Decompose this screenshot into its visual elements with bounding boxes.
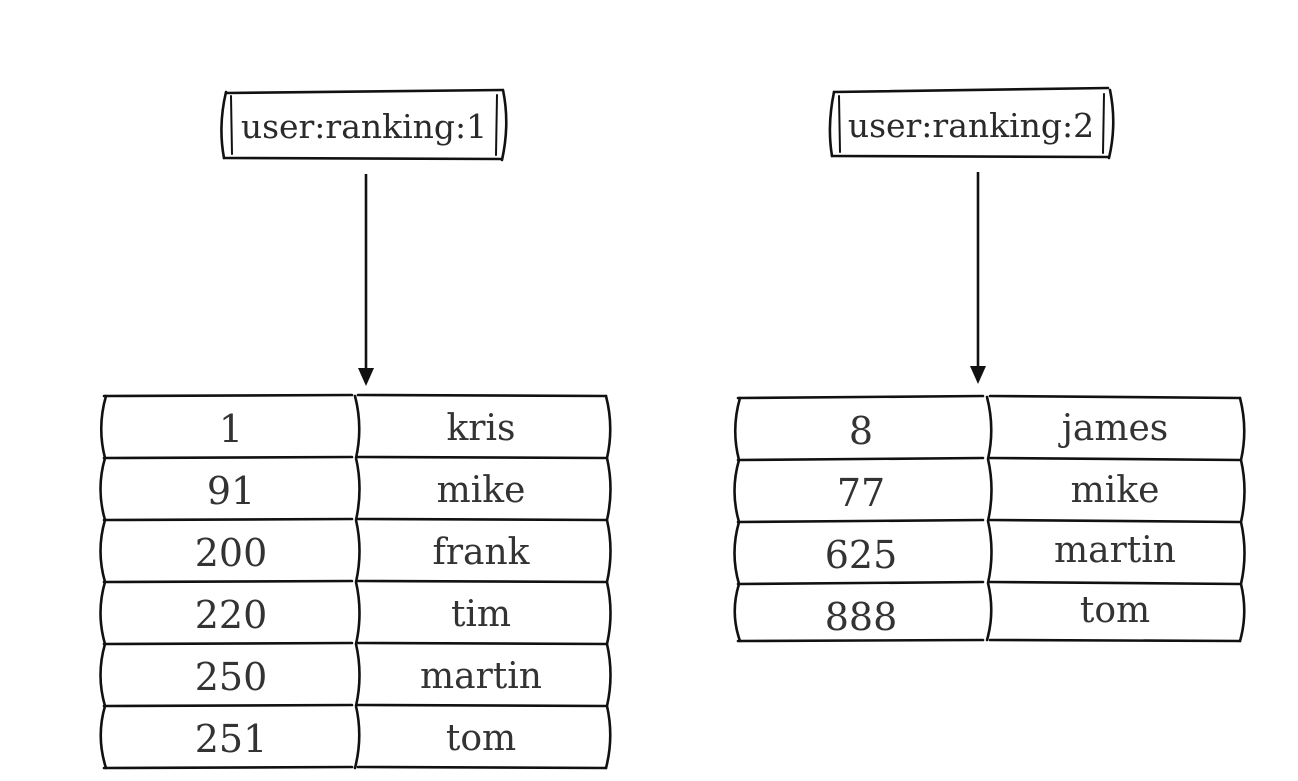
table-2: 8 james 77 mike 625 martin 888 tom	[733, 394, 1246, 643]
key-label-2: user:ranking:2	[848, 106, 1094, 145]
table-1-score: 251	[195, 717, 268, 761]
table-2-score: 8	[849, 409, 873, 453]
key-box-2: user:ranking:2	[828, 86, 1115, 160]
table-2-score: 888	[825, 595, 898, 639]
table-2-member: tom	[1080, 590, 1150, 631]
table-1-member: frank	[433, 532, 531, 573]
table-2-member: martin	[1054, 530, 1176, 571]
key-box-1: user:ranking:1	[220, 88, 508, 162]
key-label-1: user:ranking:1	[241, 107, 487, 146]
table-1-member: martin	[420, 656, 542, 697]
table-1-member: tom	[446, 718, 516, 759]
arrow-2	[970, 172, 986, 384]
table-1-score: 91	[207, 469, 255, 513]
table-2-score: 77	[837, 471, 885, 515]
table-1-score: 1	[219, 407, 243, 451]
table-1-score: 220	[195, 593, 268, 637]
table-2-member: mike	[1071, 470, 1160, 511]
arrow-1	[358, 174, 374, 386]
table-1-member: kris	[446, 408, 515, 449]
table-2-score: 625	[825, 533, 898, 577]
table-1-score: 200	[195, 531, 268, 575]
table-1-member: tim	[451, 594, 511, 635]
table-1: 1 kris 91 mike 200 frank 220 tim 250 mar…	[99, 393, 612, 770]
table-1-member: mike	[437, 470, 526, 511]
table-1-score: 250	[195, 655, 268, 699]
table-2-member: james	[1058, 408, 1169, 449]
